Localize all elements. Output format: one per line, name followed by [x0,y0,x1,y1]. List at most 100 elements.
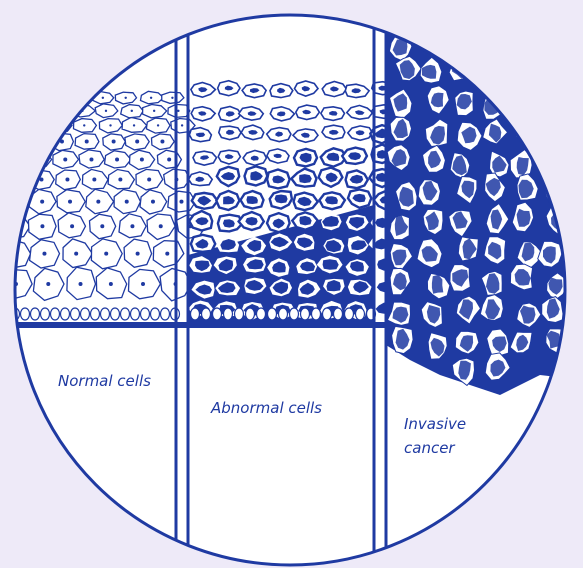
normal-cell-nucleus [40,224,44,228]
normal-cell-nucleus [153,110,155,112]
cancer-cell [539,116,562,142]
cancer-cell [574,242,583,265]
cancer-cell-nucleus [426,32,441,50]
normal-cell [2,91,24,103]
basement-membrane-line [0,322,385,328]
normal-cell-nucleus [11,177,15,181]
normal-cell-nucleus [157,124,159,126]
basal-cell [71,308,80,320]
basal-cell [224,308,233,320]
normal-cell-nucleus [68,200,72,204]
abnormal-cell-nucleus [275,195,288,204]
normal-cell-nucleus [140,158,144,162]
cancer-cell [575,299,583,326]
normal-cell-nucleus [92,177,96,181]
normal-cell [25,118,48,133]
normal-cell [0,169,26,190]
normal-cell-nucleus [159,224,163,228]
basal-cell [334,308,343,320]
cancer-cell-nucleus [576,60,583,79]
normal-cell-nucleus [118,177,122,181]
abnormal-cell-nucleus [299,174,312,183]
normal-cell-nucleus [65,177,69,181]
cancer-cell [574,31,583,59]
cancer-cell [537,151,561,175]
normal-cell-nucleus [160,140,164,144]
normal-cell-nucleus [36,158,40,162]
cancer-cell [515,29,540,54]
basal-cell [81,308,90,320]
abnormal-cells-label: Abnormal cells [211,396,322,420]
normal-cell-nucleus [57,85,59,87]
normal-cell-nucleus [83,124,85,126]
cancer-cell-nucleus [520,122,534,140]
normal-cell-nucleus [179,200,183,204]
basal-cell [161,308,170,320]
cancer-cell [570,324,583,354]
basal-cell [41,308,50,320]
normal-cell-nucleus [133,124,135,126]
basal-cell [356,308,365,320]
normal-cell-nucleus [115,158,119,162]
basal-cell [1,308,10,320]
normal-cell-nucleus [102,97,104,99]
basal-cell [213,308,222,320]
normal-cell-nucleus [165,252,169,256]
normal-cell-nucleus [11,200,15,204]
cancer-cell-nucleus [486,65,499,83]
normal-cell [2,133,26,149]
normal-cell-nucleus [171,97,173,99]
normal-cell-nucleus [10,124,12,126]
cancer-cell-nucleus [551,91,564,111]
normal-cell [23,81,46,92]
normal-cell-nucleus [70,224,74,228]
cancer-cell [571,181,583,206]
normal-cell-nucleus [125,97,127,99]
basal-cell [345,308,354,320]
normal-cell-nucleus [135,140,139,144]
normal-cell-nucleus [177,110,179,112]
normal-cell-nucleus [150,97,152,99]
normal-cell-nucleus [10,158,14,162]
normal-cell-nucleus [59,124,61,126]
cancer-cell-nucleus [519,98,534,113]
normal-cell-nucleus [109,282,113,286]
cancer-cell [483,60,503,84]
normal-cell-nucleus [10,110,12,112]
basal-cell [202,308,211,320]
cancer-cell-nucleus [523,66,535,84]
basal-cell [141,308,150,320]
basal-cell [268,308,277,320]
cancer-cell-nucleus [576,329,583,348]
normal-cell-nucleus [151,200,155,204]
basal-cell [51,308,60,320]
normal-cell-nucleus [136,252,140,256]
cancer-cell-nucleus [519,32,532,51]
cancer-cell [545,90,568,115]
basal-cell [257,308,266,320]
abnormal-cell-nucleus [323,259,339,270]
invasive-cancer-label: Invasive cancer [404,412,494,460]
normal-cell [26,133,49,150]
normal-cell [0,118,25,133]
normal-cell-nucleus [35,124,37,126]
basal-cell [91,308,100,320]
cancer-cell-nucleus [576,304,583,322]
cancer-cell-nucleus [577,183,583,201]
normal-cell [24,104,48,118]
basal-cell [131,308,140,320]
normal-cell-nucleus [11,140,15,144]
normal-cell [1,80,24,91]
normal-cell-nucleus [100,224,104,228]
basal-cell [31,308,40,320]
normal-cell-nucleus [36,140,40,144]
cancer-cell [517,64,540,89]
cancer-cell-nucleus [578,272,583,291]
cancer-cell-nucleus [575,91,583,109]
normal-cell-nucleus [96,200,100,204]
normal-cell-nucleus [63,158,67,162]
cancer-cell [578,145,583,171]
normal-cell-nucleus [58,97,60,99]
cancer-cell-nucleus [572,120,583,137]
